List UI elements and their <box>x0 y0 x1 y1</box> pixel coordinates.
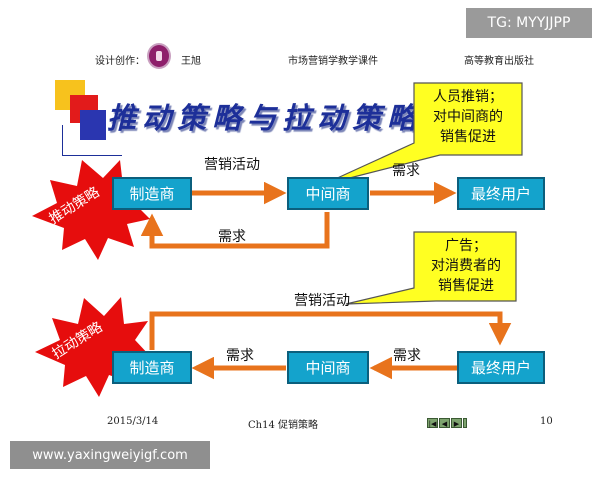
pull-node-end-user: 最终用户 <box>457 351 545 384</box>
footer-date: 2015/3/14 <box>107 416 159 427</box>
push-label-marketing: 营销活动 <box>204 157 260 173</box>
first-slide-button[interactable]: |◀ <box>427 418 438 428</box>
push-callout-bubble <box>321 82 523 186</box>
push-node-intermediary: 中间商 <box>287 177 369 210</box>
university-logo-icon <box>147 43 171 69</box>
push-label-demand-forward: 需求 <box>392 163 420 179</box>
push-callout-line-2: 对中间商的 <box>433 109 503 125</box>
push-callout-line-1: 人员推销； <box>433 89 503 105</box>
push-label-demand-return: 需求 <box>218 229 246 245</box>
decor-square-blue <box>80 110 106 140</box>
pull-label-demand-left: 需求 <box>226 348 254 364</box>
pull-callout-bubble <box>345 231 517 305</box>
pull-label-demand-right: 需求 <box>393 348 421 364</box>
decor-line-horizontal <box>62 155 122 156</box>
push-node-end-user: 最终用户 <box>457 177 545 210</box>
push-return-arrow <box>140 212 330 249</box>
decor-line-vertical <box>62 125 63 155</box>
publisher: 高等教育出版社 <box>464 56 534 67</box>
prev-slide-button[interactable]: ◀ <box>439 418 450 428</box>
footer-chapter: Ch14 促销策略 <box>248 420 318 431</box>
slide-title: 推动策略与拉动策略 <box>107 101 423 135</box>
last-slide-button[interactable] <box>463 418 467 428</box>
push-callout-line-3: 销售促进 <box>440 129 496 145</box>
watermark-top-right: TG: MYYJJPP <box>466 8 592 38</box>
designer-label: 设计创作： <box>95 56 145 67</box>
watermark-bottom-left: www.yaxingweiyigf.com <box>10 441 210 469</box>
pull-callout-text: 广告； 对消费者的 销售促进 <box>416 236 516 296</box>
pull-top-arrow <box>149 311 512 350</box>
designer-name: 王旭 <box>181 56 201 67</box>
pull-label-marketing: 营销活动 <box>294 293 350 309</box>
pull-callout-line-2: 对消费者的 <box>431 258 501 274</box>
footer-page-number: 10 <box>540 416 553 427</box>
pull-node-manufacturer: 制造商 <box>112 351 192 384</box>
next-slide-button[interactable]: ▶ <box>451 418 462 428</box>
push-node-manufacturer: 制造商 <box>112 177 192 210</box>
pull-callout-line-3: 销售促进 <box>438 278 494 294</box>
push-callout-text: 人员推销； 对中间商的 销售促进 <box>418 87 518 147</box>
course-title: 市场营销学教学课件 <box>288 56 378 67</box>
pull-callout-line-1: 广告； <box>445 238 487 254</box>
pull-node-intermediary: 中间商 <box>287 351 369 384</box>
